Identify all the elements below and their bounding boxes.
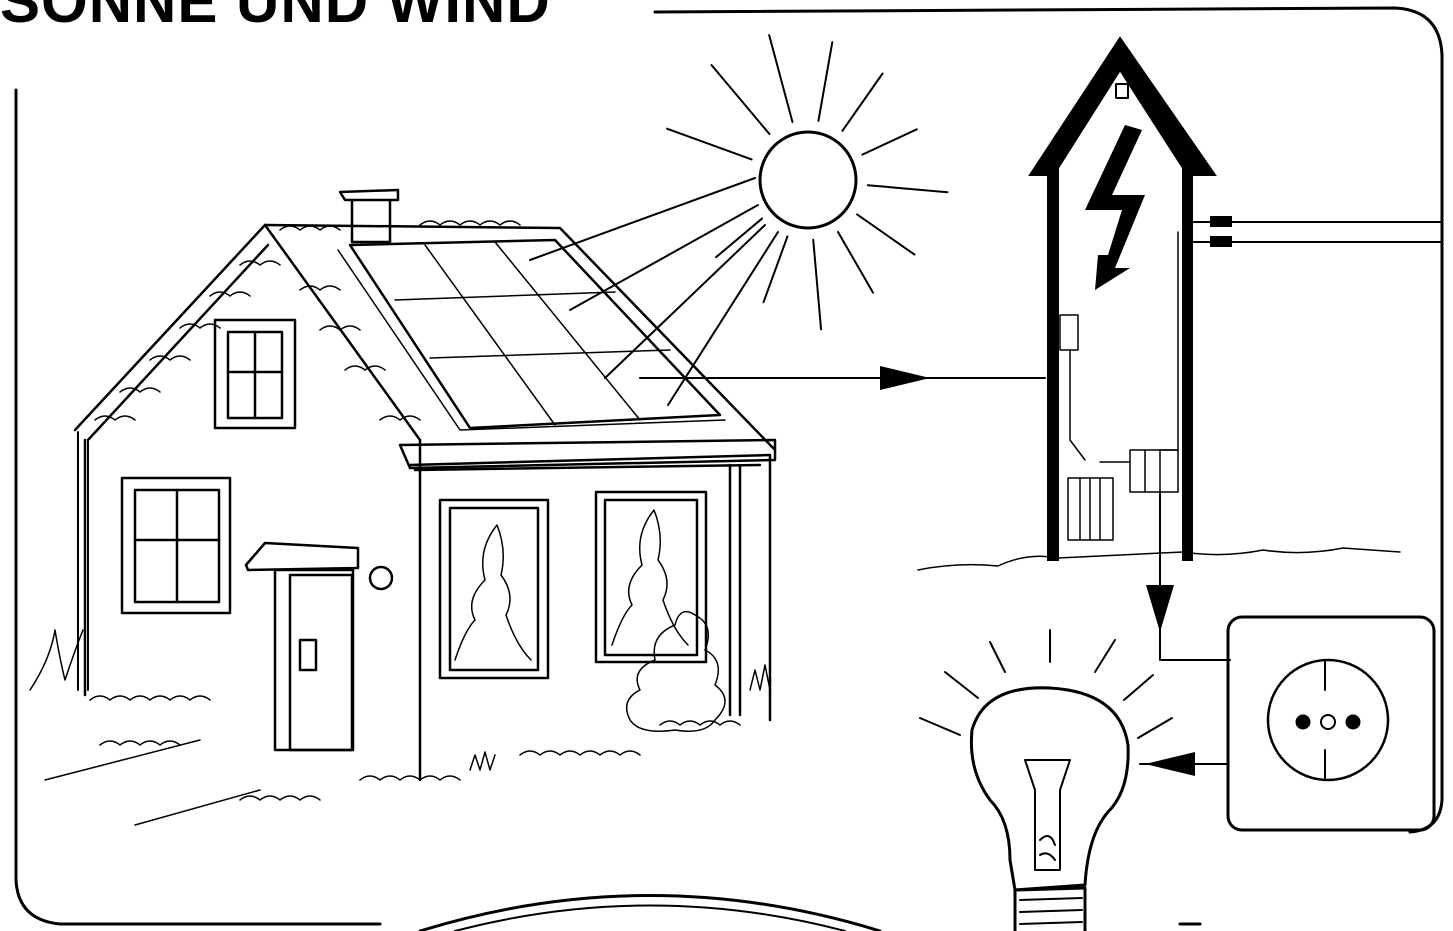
sun-icon [666,34,949,331]
lightning-bolt-icon [1085,125,1145,290]
sun-ray [841,72,884,132]
house-icon [29,188,777,826]
sun-beams [529,177,779,406]
sun-ray [762,235,789,304]
sun-ray [866,184,949,194]
sun-ray [861,128,918,156]
meter-house [917,36,1441,571]
electric-meter-icon [1067,449,1179,541]
sun-ray [812,238,823,331]
sun-ray [715,217,764,259]
sun-ray [666,127,753,161]
light-bulb-icon [919,629,1173,931]
sun-ray [817,41,834,122]
sun-ray [837,230,874,294]
arrow-down-icon [1146,585,1174,632]
arrow-right-head [880,366,930,390]
wall-socket-icon [1226,615,1436,832]
solar-panel-icon [337,238,726,431]
page-title: SONNE UND WIND [0,0,551,35]
sun-ray [856,213,916,256]
sun-ray [768,34,794,124]
wire-to-socket [1159,491,1231,661]
sun-ray [710,64,771,136]
bottom-arc [418,894,882,931]
